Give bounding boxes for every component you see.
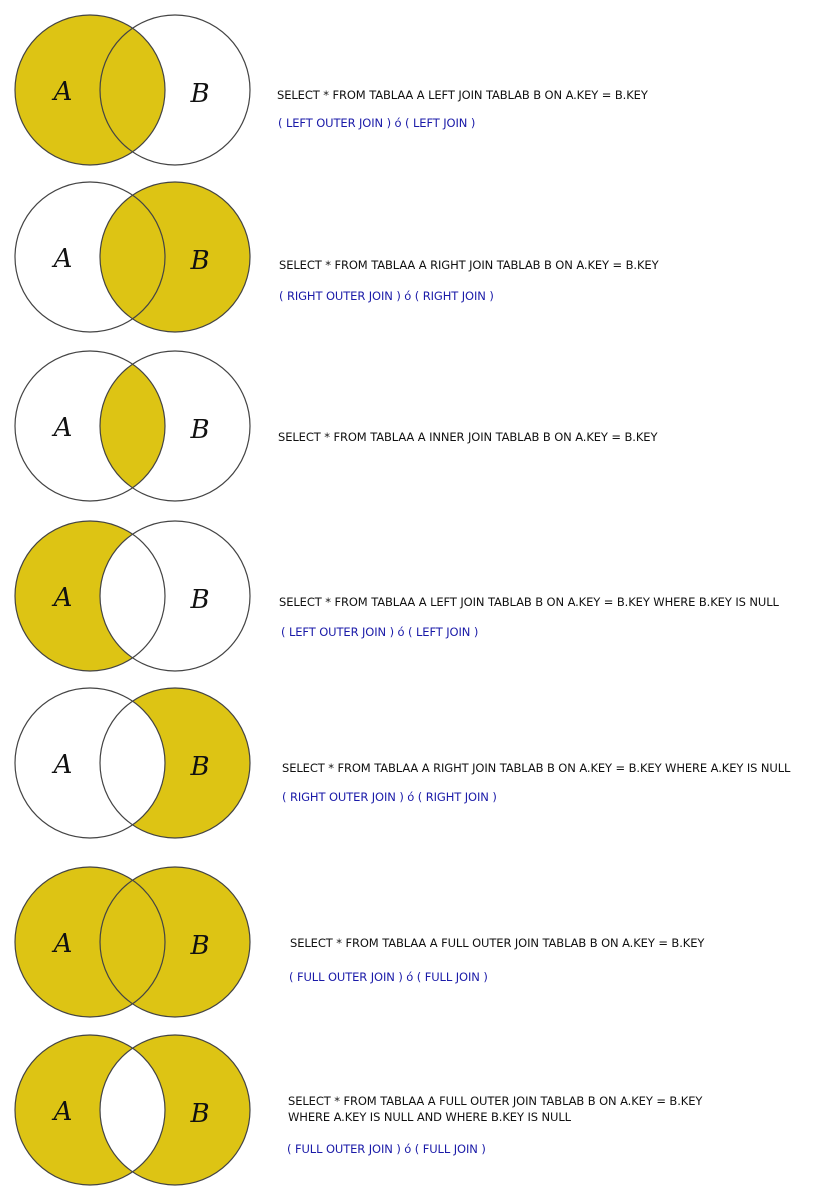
region-b-fill bbox=[100, 182, 250, 332]
label-b: B bbox=[189, 931, 209, 961]
intersection-region bbox=[100, 1035, 165, 1185]
alias-left-excluding: ( LEFT OUTER JOIN ) ó ( LEFT JOIN ) bbox=[281, 625, 479, 639]
circle-a-outline bbox=[14, 866, 166, 1018]
region-b-fill bbox=[100, 867, 250, 1017]
circle-b-outline bbox=[99, 1034, 251, 1186]
label-b: B bbox=[189, 585, 209, 615]
label-b: B bbox=[189, 79, 209, 109]
label-a: A bbox=[52, 1097, 73, 1127]
label-a: A bbox=[52, 77, 73, 107]
circle-a-outline bbox=[14, 687, 166, 839]
circle-a-outline bbox=[14, 520, 166, 672]
alias-full-join: ( FULL OUTER JOIN ) ó ( FULL JOIN ) bbox=[289, 970, 488, 984]
intersection-region bbox=[100, 521, 165, 671]
label-a: A bbox=[52, 583, 73, 613]
circle-a-outline bbox=[14, 1034, 166, 1186]
sql-left-excluding: SELECT * FROM TABLAA A LEFT JOIN TABLAB … bbox=[279, 595, 779, 609]
sql-right-join: SELECT * FROM TABLAA A RIGHT JOIN TABLAB… bbox=[279, 258, 659, 272]
sql-right-excluding: SELECT * FROM TABLAA A RIGHT JOIN TABLAB… bbox=[282, 761, 791, 775]
label-a: A bbox=[52, 413, 73, 443]
region-a-fill bbox=[15, 15, 165, 165]
circle-b-outline bbox=[99, 520, 251, 672]
label-a: A bbox=[52, 750, 73, 780]
label-a: A bbox=[52, 929, 73, 959]
alias-full-excluding: ( FULL OUTER JOIN ) ó ( FULL JOIN ) bbox=[287, 1142, 486, 1156]
label-b: B bbox=[189, 415, 209, 445]
sql-full-join: SELECT * FROM TABLAA A FULL OUTER JOIN T… bbox=[290, 936, 705, 950]
label-a: A bbox=[52, 244, 73, 274]
circle-b-outline bbox=[99, 687, 251, 839]
circle-a-outline bbox=[14, 350, 166, 502]
sql-inner-join: SELECT * FROM TABLAA A INNER JOIN TABLAB… bbox=[278, 430, 658, 444]
circle-b-outline bbox=[99, 14, 251, 166]
circle-b-outline bbox=[99, 181, 251, 333]
circle-a-outline bbox=[14, 14, 166, 166]
circle-b-outline bbox=[99, 866, 251, 1018]
alias-left-join: ( LEFT OUTER JOIN ) ó ( LEFT JOIN ) bbox=[278, 116, 476, 130]
circle-b-outline bbox=[99, 350, 251, 502]
sql-full-excluding: SELECT * FROM TABLAA A FULL OUTER JOIN T… bbox=[288, 1094, 703, 1124]
sql-left-join: SELECT * FROM TABLAA A LEFT JOIN TABLAB … bbox=[277, 88, 648, 102]
alias-right-excluding: ( RIGHT OUTER JOIN ) ó ( RIGHT JOIN ) bbox=[282, 790, 497, 804]
intersection-region bbox=[100, 351, 165, 501]
circle-a-outline bbox=[14, 181, 166, 333]
label-b: B bbox=[189, 246, 209, 276]
label-b: B bbox=[189, 752, 209, 782]
intersection-region bbox=[100, 688, 165, 838]
alias-right-join: ( RIGHT OUTER JOIN ) ó ( RIGHT JOIN ) bbox=[279, 289, 494, 303]
label-b: B bbox=[189, 1099, 209, 1129]
